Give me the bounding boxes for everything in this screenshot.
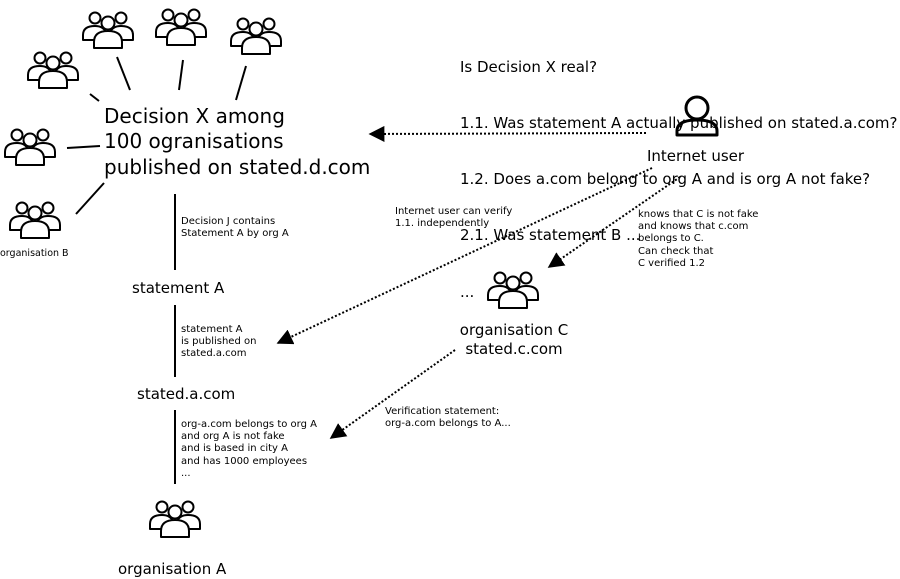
people-group-icon bbox=[82, 11, 134, 49]
question-line: Is Decision X real? bbox=[460, 57, 598, 76]
arrow-user-to-stated-a bbox=[276, 167, 653, 345]
question-line: 1.2. Does a.com belong to org A and is o… bbox=[460, 170, 871, 188]
arrow-org-c-to-org-a-details bbox=[329, 349, 456, 439]
person-icon bbox=[675, 95, 719, 137]
decision-x-title: Decision X among 100 ogranisations publi… bbox=[104, 104, 371, 179]
question-line: 1.1. Was statement A actually published … bbox=[460, 113, 898, 132]
knows-c-note: knows that C is not fake and knows that … bbox=[638, 209, 759, 269]
decision-j-note: Decision J contains Statement A by org A bbox=[181, 216, 289, 240]
organisation-a-label: organisation A bbox=[118, 560, 227, 578]
people-group-icon bbox=[4, 128, 56, 166]
question-line: ... bbox=[460, 282, 475, 301]
user-verify-note: Internet user can verify 1.1. independen… bbox=[395, 206, 513, 230]
people-group-icon bbox=[155, 8, 207, 46]
arrow-user-to-org-c bbox=[547, 176, 681, 268]
people-group-icon bbox=[9, 201, 61, 239]
people-group-icon bbox=[149, 500, 201, 538]
verification-arrows bbox=[276, 125, 681, 439]
people-group-icon bbox=[230, 17, 282, 55]
question-line: 2.1. Was statement B ... bbox=[460, 226, 641, 245]
internet-user-label: Internet user bbox=[647, 147, 745, 165]
org-a-details-note: org-a.com belongs to org A and org A is … bbox=[181, 419, 317, 479]
stated-a-com-label: stated.a.com bbox=[137, 385, 236, 403]
questions-block: Is Decision X real? 1.1. Was statement A… bbox=[460, 20, 897, 320]
decision-connectors bbox=[66, 56, 247, 215]
people-group-icon bbox=[27, 51, 79, 89]
organisation-c-label: organisation C stated.c.com bbox=[459, 321, 569, 358]
statement-a-label: statement A bbox=[132, 279, 225, 297]
published-on-note: statement A is published on stated.a.com bbox=[181, 324, 257, 360]
organisation-b-label: organisation B bbox=[0, 248, 69, 259]
verification-statement-note: Verification statement: org-a.com belong… bbox=[385, 406, 511, 430]
